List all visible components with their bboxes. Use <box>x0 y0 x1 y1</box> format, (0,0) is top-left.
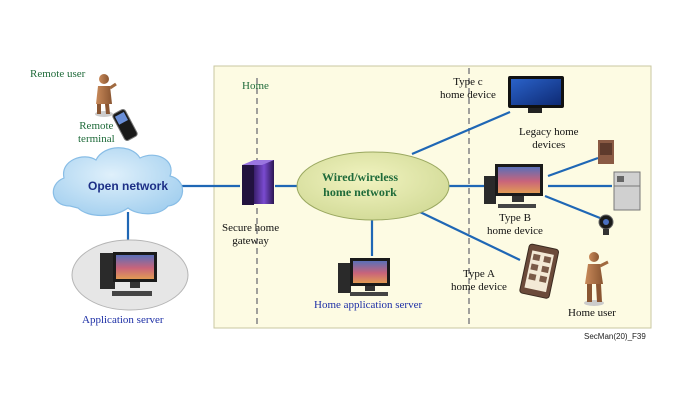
remote-terminal-label: Remote terminal <box>78 120 115 146</box>
type-c-label: Type c home device <box>440 76 496 102</box>
type-a-label-line: home device <box>451 281 507 293</box>
home-network-label-line: Wired/wireless <box>322 170 398 184</box>
home-zone-label: Home <box>242 80 269 92</box>
legacy-devices-label-line: Legacy home <box>519 126 579 138</box>
open-network-cloud <box>52 147 184 217</box>
secure-home-gateway-label-line: gateway <box>232 235 269 247</box>
open-network-label: Open network <box>88 179 169 193</box>
home-network-label: Wired/wireless home network <box>322 170 398 200</box>
type-a-tablet <box>519 243 559 299</box>
type-c-label-line: Type c <box>453 76 483 88</box>
secure-home-gateway-label: Secure home gateway <box>222 222 279 248</box>
application-server-label: Application server <box>82 314 164 326</box>
type-b-computer <box>484 164 543 208</box>
type-a-label: Type A home device <box>451 268 507 294</box>
connection-lines <box>126 110 612 261</box>
figure-id: SecMan(20)_F39 <box>584 332 646 341</box>
legacy-devices-label-line: devices <box>532 139 566 151</box>
type-c-tv <box>508 76 564 113</box>
type-b-label: Type B home device <box>487 212 543 238</box>
home-application-server-label: Home application server <box>314 299 423 311</box>
home-network-ellipse <box>296 151 450 221</box>
application-server-computer <box>100 252 157 296</box>
home-network-label-line: home network <box>323 185 397 199</box>
legacy-device-webcam <box>598 214 614 235</box>
home-application-server-computer <box>338 258 390 296</box>
secure-home-gateway-label-line: Secure home <box>222 222 280 234</box>
remote-user-label: Remote user <box>30 68 86 80</box>
type-b-label-line: home device <box>487 225 543 237</box>
legacy-device-box <box>598 140 614 164</box>
legacy-device-fridge <box>613 171 641 211</box>
remote-user-figure <box>95 74 117 117</box>
home-user-figure <box>584 252 609 306</box>
secure-home-gateway-device <box>242 160 274 205</box>
type-c-label-line: home device <box>440 89 496 101</box>
legacy-devices-label: Legacy home devices <box>519 126 579 152</box>
type-a-label-line: Type A <box>462 268 495 280</box>
remote-terminal-label-line: terminal <box>78 133 115 145</box>
home-user-label: Home user <box>568 307 616 319</box>
type-b-label-line: Type B <box>498 212 531 224</box>
remote-terminal-phone <box>112 109 138 141</box>
remote-terminal-label-line: Remote <box>79 120 114 132</box>
